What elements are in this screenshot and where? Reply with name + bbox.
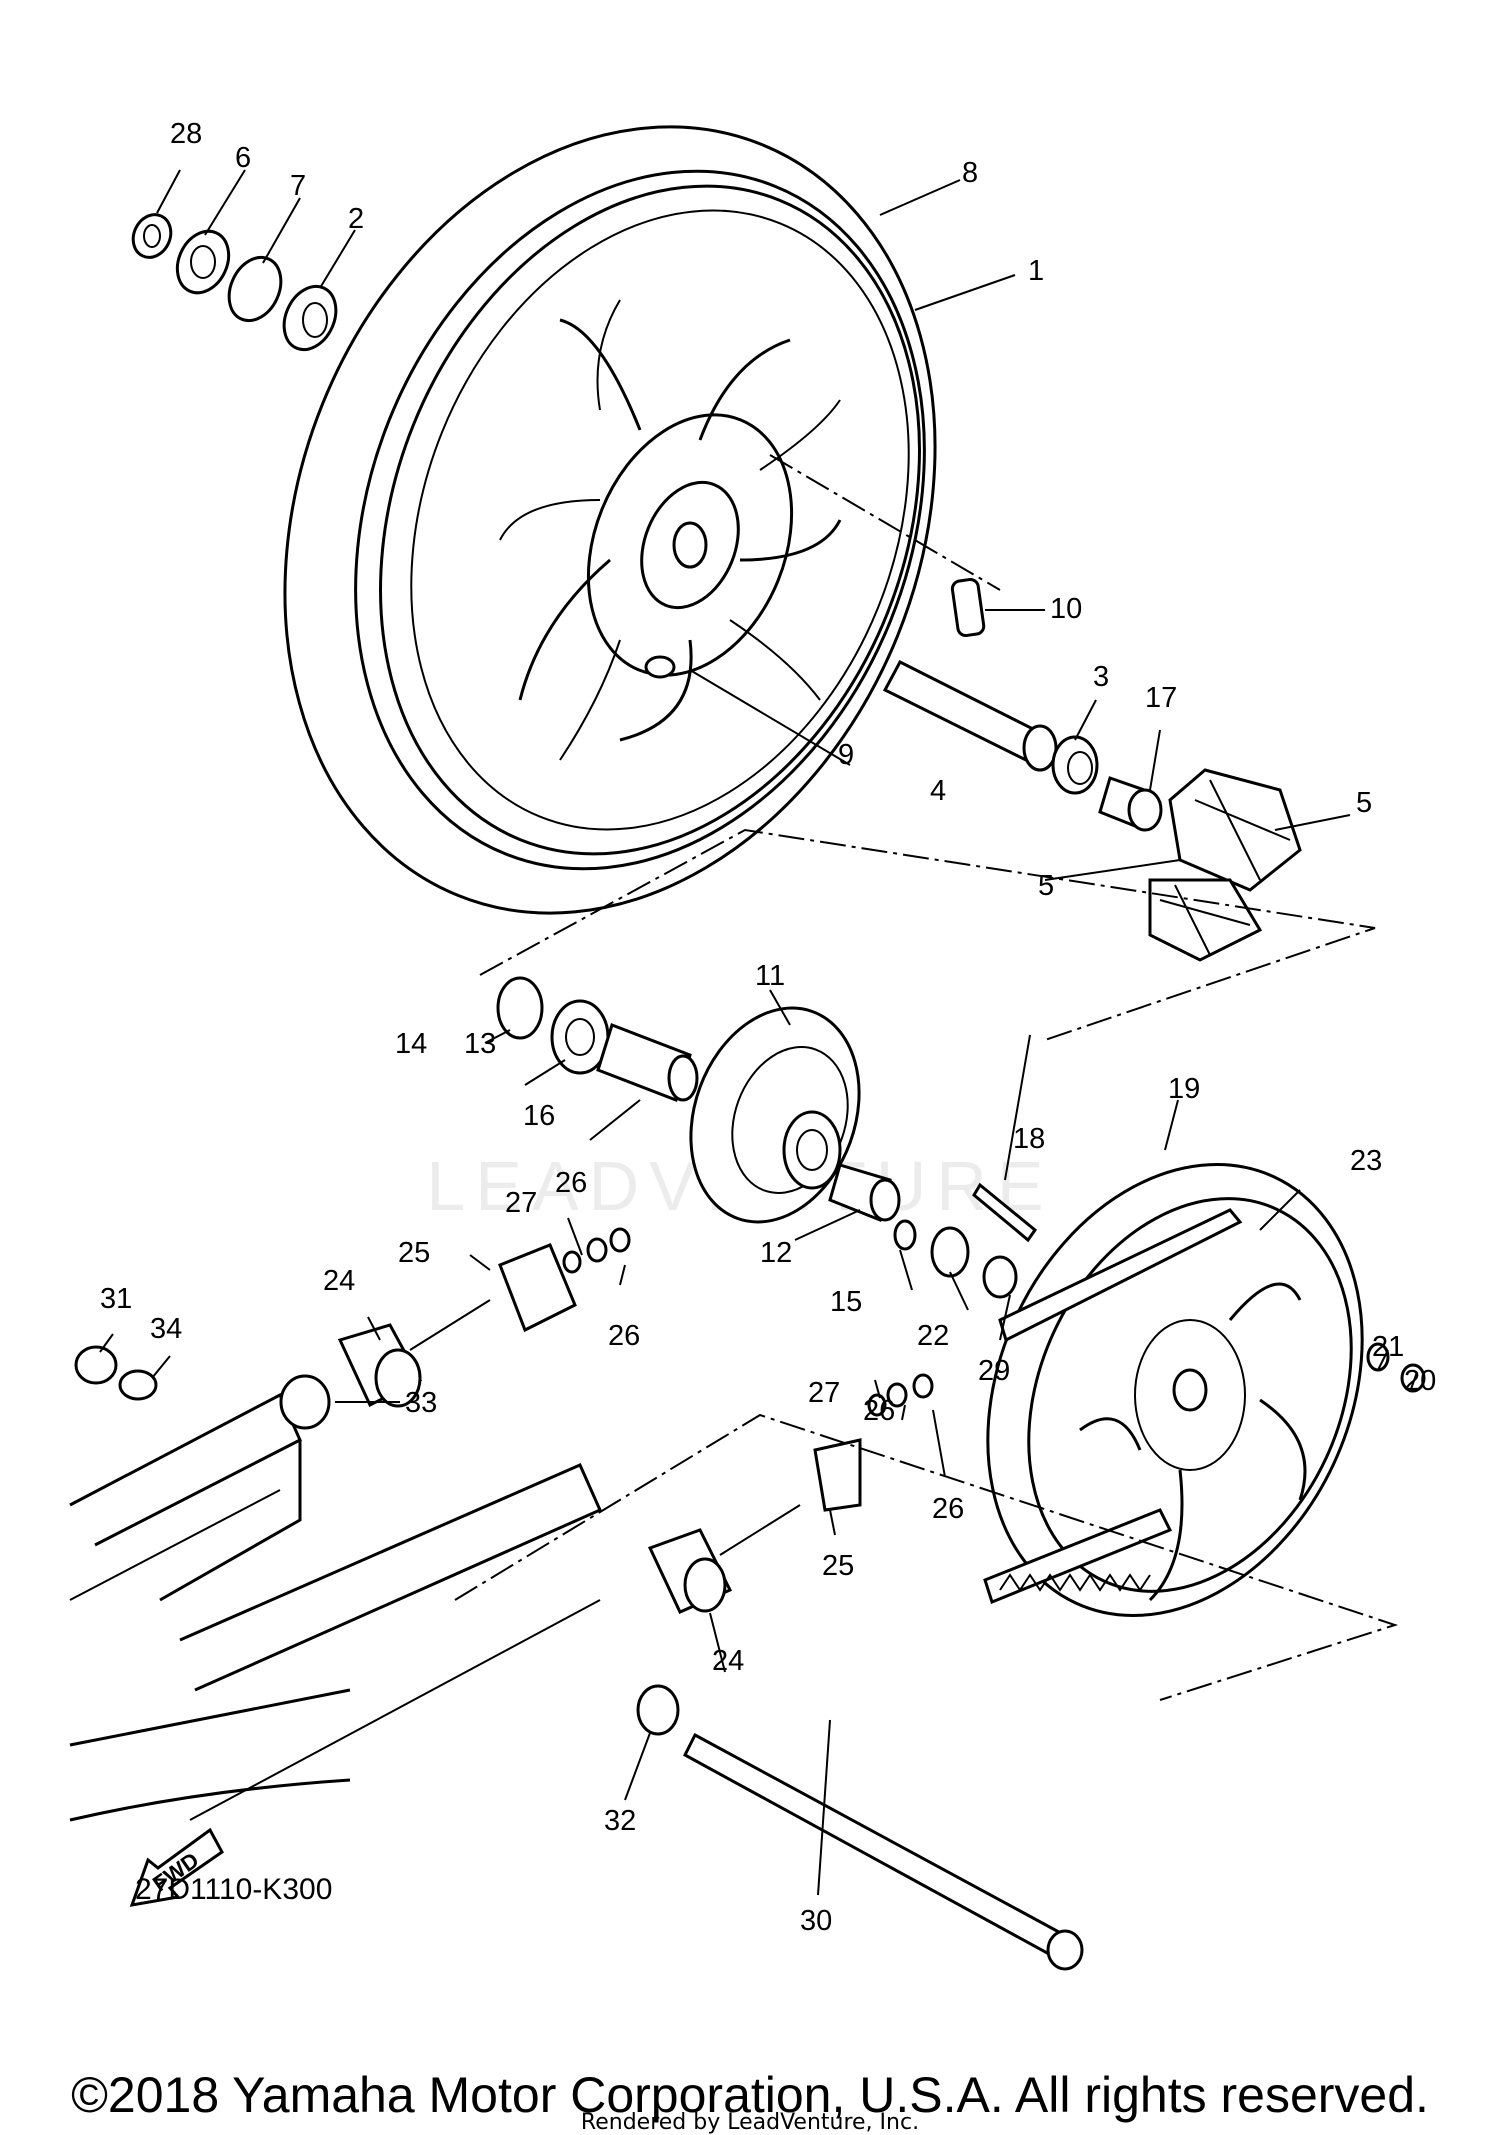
- wheel-assembly: [283, 125, 937, 915]
- callout-25b: 25: [822, 1550, 854, 1582]
- left-hub-parts: [131, 213, 338, 352]
- rendered-by-notice: Rendered by LeadVenture, Inc.: [580, 2110, 920, 2135]
- callout-12: 12: [760, 1237, 792, 1269]
- callout-31: 31: [100, 1283, 132, 1315]
- diagram-code: 27D1110-K300: [135, 1873, 333, 1906]
- assembly-boundaries: [454, 454, 1399, 1701]
- callout-labels: 1 2 3 4 5 5 6 7 8 9 10 11 12 13 14 15 16…: [100, 118, 1436, 1937]
- callout-21: 21: [1372, 1331, 1404, 1363]
- callout-18: 18: [1013, 1123, 1045, 1155]
- callout-3: 3: [1093, 661, 1109, 693]
- callout-26b: 26: [608, 1320, 640, 1352]
- callout-20: 20: [1404, 1365, 1436, 1397]
- callout-13: 13: [464, 1028, 496, 1060]
- callout-16: 16: [523, 1100, 555, 1132]
- callout-32: 32: [604, 1805, 636, 1837]
- callout-5a: 5: [1356, 787, 1372, 819]
- callout-19: 19: [1168, 1073, 1200, 1105]
- callout-17: 17: [1145, 682, 1177, 714]
- callout-29: 29: [978, 1355, 1010, 1387]
- axle-parts: [882, 577, 1302, 962]
- callout-10: 10: [1050, 593, 1082, 625]
- callout-22: 22: [917, 1320, 949, 1352]
- callout-24b: 24: [712, 1645, 744, 1677]
- callout-8: 8: [962, 157, 978, 189]
- callout-33: 33: [405, 1387, 437, 1419]
- callout-26c: 26: [863, 1395, 895, 1427]
- callout-5b: 5: [1038, 870, 1054, 902]
- callout-30: 30: [800, 1905, 832, 1937]
- chain-adjusters: [337, 1227, 934, 1614]
- callout-4: 4: [930, 775, 946, 807]
- callout-2: 2: [348, 203, 364, 235]
- callout-15: 15: [830, 1286, 862, 1318]
- clutch-hub-parts: [496, 976, 1038, 1299]
- callout-27a: 27: [505, 1187, 537, 1219]
- callout-26a: 26: [555, 1167, 587, 1199]
- callout-24a: 24: [323, 1265, 355, 1297]
- callout-26d: 26: [932, 1493, 964, 1525]
- callout-23: 23: [1350, 1145, 1382, 1177]
- callout-11: 11: [755, 960, 785, 992]
- copyright-notice: ©2018 Yamaha Motor Corporation, U.S.A. A…: [71, 2067, 1429, 2123]
- callout-34: 34: [150, 1313, 182, 1345]
- callout-25a: 25: [398, 1237, 430, 1269]
- callout-7: 7: [290, 170, 306, 202]
- callout-1: 1: [1028, 255, 1044, 287]
- pulley-and-belt: [983, 1163, 1426, 1617]
- callout-14: 14: [395, 1028, 427, 1060]
- callout-6: 6: [235, 142, 251, 174]
- leader-lines: [99, 169, 1418, 1896]
- callout-9: 9: [838, 739, 854, 771]
- callout-28: 28: [170, 118, 202, 150]
- callout-27b: 27: [808, 1377, 840, 1409]
